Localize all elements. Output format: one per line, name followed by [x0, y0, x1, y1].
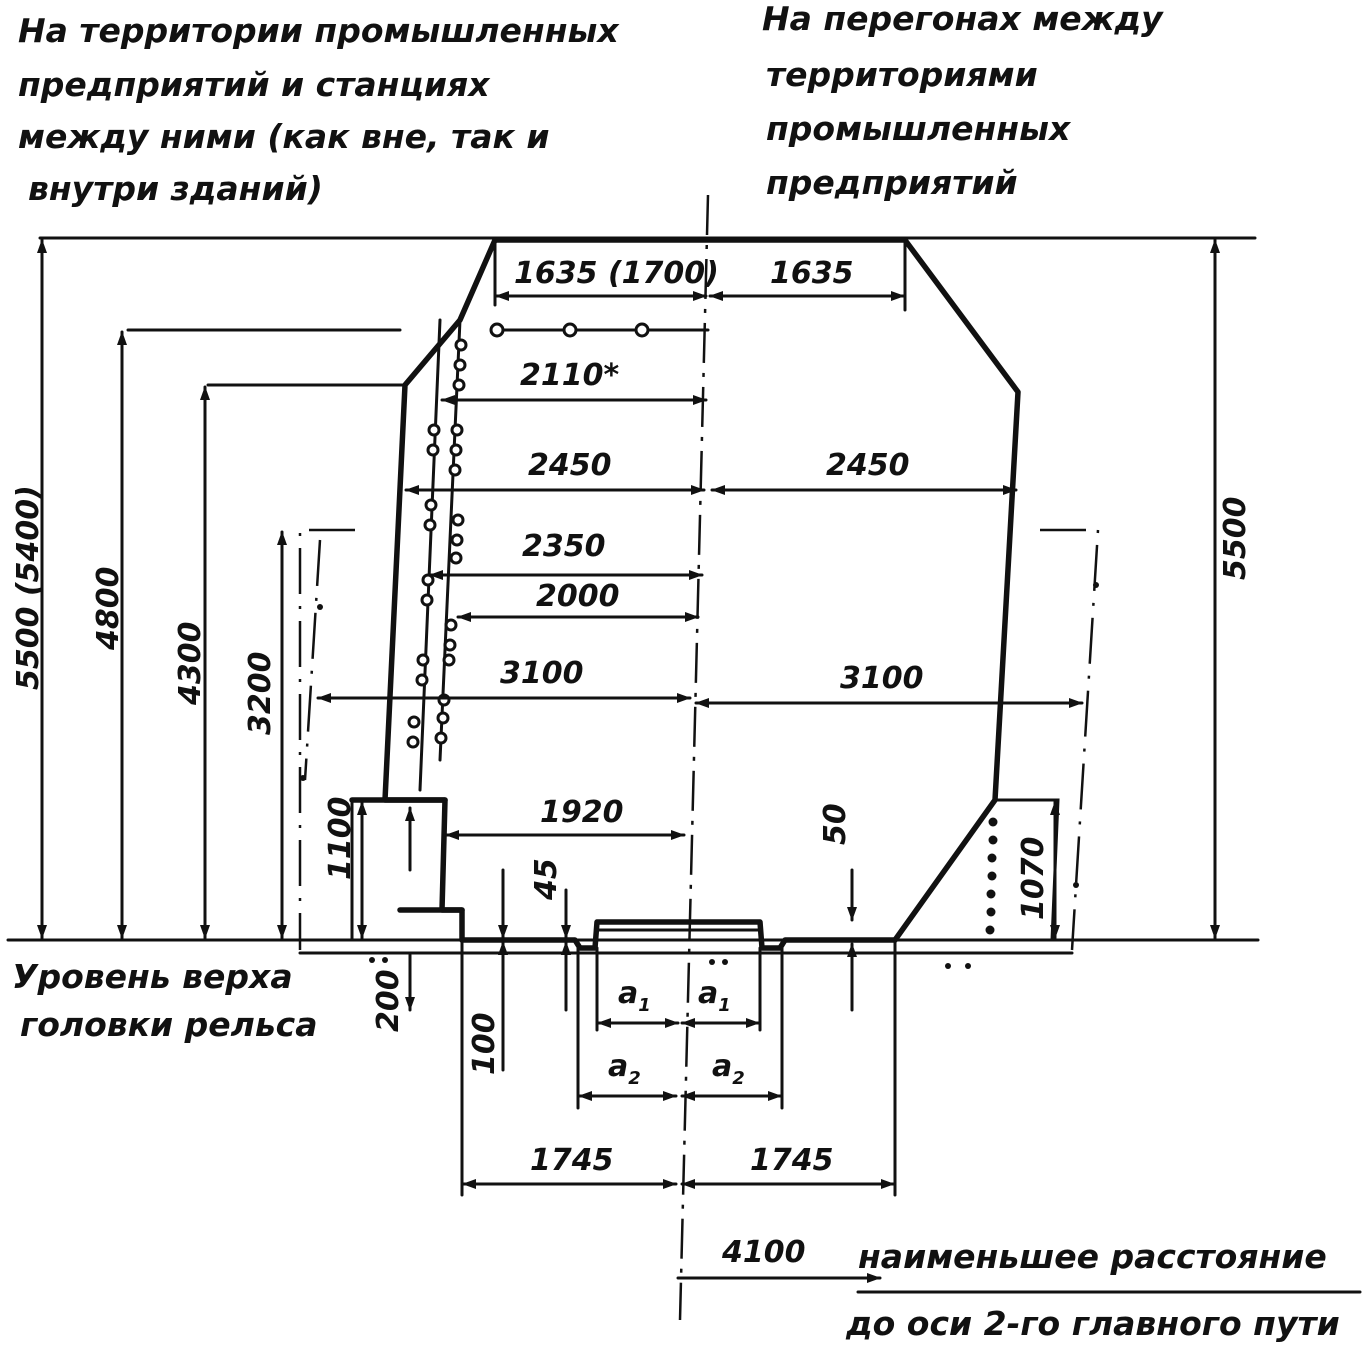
caption-rail-level-line-1: Уровень верха	[12, 957, 293, 996]
dim-50: 50	[818, 803, 853, 845]
dim-3100-right: 3100	[840, 661, 924, 696]
caption-rail-level-line-2: головки рельса	[20, 1005, 318, 1044]
dim-5500-5400: 5500 (5400)	[11, 485, 46, 690]
dim-1100: 1100	[323, 797, 358, 881]
dim-a2-right: a2	[712, 1049, 745, 1089]
caption-bottom-line-2: до оси 2-го главного пути	[845, 1304, 1340, 1343]
track-center-axis	[678, 194, 710, 1321]
caption-left-line-4: внутри зданий)	[28, 169, 323, 208]
dim-1070: 1070	[1016, 837, 1051, 921]
outline-right	[492, 237, 1021, 943]
dashed-outline-left	[298, 528, 355, 950]
dim-3100-left: 3100	[500, 656, 584, 691]
dim-1745-left: 1745	[530, 1143, 614, 1178]
dashed-inner-left	[303, 539, 322, 781]
dim-3200: 3200	[243, 652, 278, 736]
dim-1745-right: 1745	[750, 1143, 834, 1178]
dim-a1-right: a1	[698, 976, 731, 1016]
dim-1635-1700: 1635 (1700)	[514, 256, 719, 291]
caption-right-line-2: территориями	[766, 55, 1038, 94]
dim-1920: 1920	[540, 795, 624, 830]
dim-5500-right: 5500	[1218, 497, 1253, 581]
dim-1635-right: 1635	[770, 256, 854, 291]
dim-45: 45	[529, 858, 564, 901]
caption-left: На территории промышленных предприятий и…	[18, 11, 620, 208]
dim-2000: 2000	[536, 579, 620, 614]
dim-a2-left: a2	[608, 1049, 641, 1089]
vertical-labels: 5500 (5400) 4800 4300 3200 1100 200 100 …	[11, 485, 1253, 1075]
dim-2450-left: 2450	[528, 448, 612, 483]
dim-2350: 2350	[522, 529, 606, 564]
dots-right	[300, 582, 1099, 969]
dimension-labels: 1635 (1700) 1635 2110* 2450 2450 2350 20…	[500, 256, 924, 1270]
dim-100: 100	[467, 1012, 502, 1075]
caption-bottom: наименьшее расстояние до оси 2-го главно…	[845, 1237, 1362, 1343]
dim-200: 200	[371, 969, 406, 1032]
caption-left-line-1: На территории промышленных	[18, 11, 620, 50]
caption-left-line-2: предприятий и станциях	[18, 65, 491, 104]
caption-right-line-4: предприятий	[766, 163, 1018, 202]
dim-4300: 4300	[173, 622, 208, 707]
dim-2110: 2110*	[520, 358, 619, 393]
caption-left-line-3: между ними (как вне, так и	[18, 117, 549, 156]
dim-a1-left: a1	[618, 976, 651, 1016]
caption-right: На перегонах между территориями промышле…	[762, 0, 1164, 202]
caption-rail-level: Уровень верха головки рельса	[12, 957, 318, 1044]
vertical-dimensions	[37, 238, 1220, 1072]
dim-4800: 4800	[91, 567, 126, 652]
caption-bottom-line-1: наименьшее расстояние	[858, 1237, 1327, 1276]
dashed-outline-right	[1040, 528, 1100, 951]
caption-right-line-1: На перегонах между	[762, 0, 1164, 38]
rail-structure	[459, 919, 898, 951]
dim-4100: 4100	[721, 1235, 806, 1270]
dim-2450-right: 2450	[826, 448, 910, 483]
caption-right-line-3: промышленных	[766, 109, 1072, 148]
horizontal-dimensions	[316, 238, 1084, 1283]
